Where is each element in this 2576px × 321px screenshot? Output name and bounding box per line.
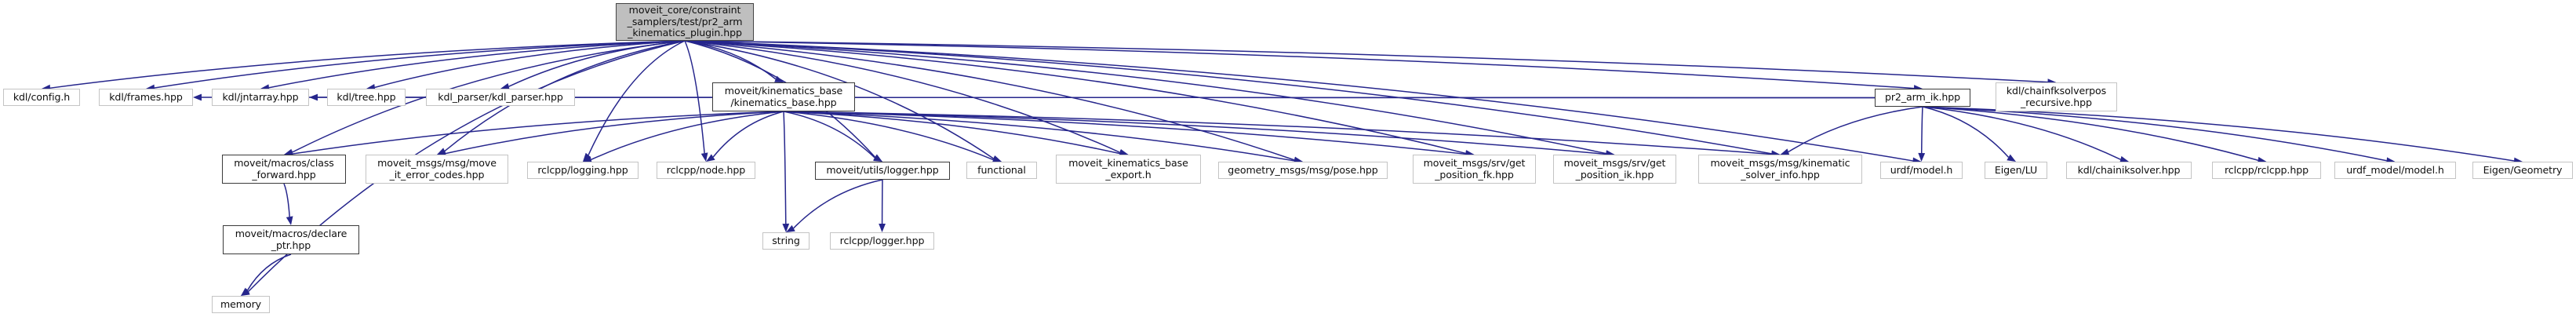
edge-arrowhead-utils_logger-to-string bbox=[786, 224, 795, 232]
edge-arrowhead-pr2_arm_ik-to-eigen_lu bbox=[2007, 154, 2016, 162]
edge-kinematics_base-to-class_forward bbox=[292, 111, 784, 155]
edge-kinematics_base-to-get_position_ik bbox=[783, 111, 1606, 155]
edge-pr2_arm_ik-to-urdf_model_model bbox=[1922, 106, 2387, 162]
graph-node-memory[interactable]: memory bbox=[212, 296, 270, 313]
edge-kinematics_base-to-functional bbox=[783, 111, 994, 161]
edge-kinematics_base-to-string bbox=[783, 111, 787, 224]
edge-pr2_arm_ik-to-kinematic_solver_info bbox=[1788, 106, 1923, 153]
edge-kinematics_base-to-kinematics_base_export bbox=[783, 111, 1120, 155]
edge-root-to-kdl_frames bbox=[154, 40, 686, 89]
graph-node-rclcpp_logger[interactable]: rclcpp/logger.hpp bbox=[830, 232, 934, 250]
edge-arrowhead-root-to-utils_logger bbox=[873, 154, 882, 162]
graph-node-functional[interactable]: functional bbox=[966, 162, 1037, 179]
edge-arrowhead-kinematics_base-to-rclcpp_node bbox=[706, 154, 715, 162]
graph-node-urdf_model_model[interactable]: urdf_model/model.h bbox=[2334, 162, 2456, 179]
graph-node-string[interactable]: string bbox=[762, 232, 810, 250]
graph-node-rclcpp_logging[interactable]: rclcpp/logging.hpp bbox=[527, 162, 639, 179]
graph-node-urdf_model_h[interactable]: urdf/model.h bbox=[1880, 162, 1963, 179]
graph-node-eigen_geometry[interactable]: Eigen/Geometry bbox=[2472, 162, 2573, 179]
graph-node-declare_ptr[interactable]: moveit/macros/declare _ptr.hpp bbox=[223, 225, 359, 254]
graph-node-kdl_config[interactable]: kdl/config.h bbox=[3, 89, 80, 106]
edge-root-to-kdl_parser bbox=[508, 40, 686, 87]
edge-arrowhead-class_forward-to-declare_ptr bbox=[286, 216, 293, 225]
edge-arrowhead-pr2_arm_ik-to-urdf_model_h bbox=[1918, 152, 1926, 162]
graph-node-pr2_arm_ik[interactable]: pr2_arm_ik.hpp bbox=[1875, 89, 1970, 107]
edge-arrowhead-utils_logger-to-rclcpp_logger bbox=[879, 223, 886, 232]
graph-node-kinematics_base[interactable]: moveit/kinematics_base /kinematics_base.… bbox=[712, 82, 855, 111]
edge-arrowhead-root-to-memory bbox=[241, 288, 250, 296]
edge-kinematics_base-to-rclcpp_node bbox=[712, 111, 784, 158]
graph-node-geometry_pose[interactable]: geometry_msgs/msg/pose.hpp bbox=[1218, 162, 1388, 179]
edge-arrowhead-kinematics_base-to-utils_logger bbox=[873, 155, 882, 162]
graph-node-rclcpp_node[interactable]: rclcpp/node.hpp bbox=[657, 162, 755, 179]
edge-arrowhead-root-to-move_it_error_codes bbox=[437, 148, 446, 155]
edge-root-to-rclcpp_logging bbox=[588, 40, 686, 155]
edge-arrowhead-root-to-rclcpp_node bbox=[700, 152, 708, 162]
edge-root-to-kdl_jntarray bbox=[268, 40, 686, 89]
edge-kinematics_base-to-geometry_pose bbox=[783, 111, 1295, 162]
edge-root-to-kdl_tree bbox=[374, 40, 686, 89]
edge-root-to-kinematics_base bbox=[684, 40, 777, 80]
edge-utils_logger-to-string bbox=[793, 179, 883, 229]
edge-pr2_arm_ik-to-eigen_geometry bbox=[1922, 106, 2515, 162]
edge-arrowhead-root-to-functional bbox=[992, 155, 1002, 162]
graph-node-kdl_frames[interactable]: kdl/frames.hpp bbox=[99, 89, 193, 106]
edge-pr2_arm_ik-to-rclcpp_rclcpp bbox=[1922, 106, 2258, 161]
edge-kinematics_base-to-rclcpp_logging bbox=[591, 111, 784, 161]
edge-arrowhead-pr2_arm_ik-to-kdl_frames bbox=[193, 93, 202, 101]
graph-node-get_position_fk[interactable]: moveit_msgs/srv/get _position_fk.hpp bbox=[1413, 155, 1536, 184]
edge-arrowhead-root-to-rclcpp_logging bbox=[583, 152, 591, 162]
graph-node-move_it_error_codes[interactable]: moveit_msgs/msg/move _it_error_codes.hpp bbox=[366, 155, 508, 184]
edge-pr2_arm_ik-to-eigen_lu bbox=[1922, 106, 2010, 158]
edge-root-to-rclcpp_node bbox=[684, 40, 705, 154]
edge-root-to-urdf_model_h bbox=[684, 40, 1913, 162]
graph-node-kdl_parser[interactable]: kdl_parser/kdl_parser.hpp bbox=[426, 89, 575, 106]
edge-arrowhead-root-to-kinematics_base bbox=[774, 75, 784, 82]
graph-node-root[interactable]: moveit_core/constraint _samplers/test/pr… bbox=[616, 3, 754, 41]
graph-node-utils_logger[interactable]: moveit/utils/logger.hpp bbox=[815, 162, 950, 180]
graph-node-kdl_tree[interactable]: kdl/tree.hpp bbox=[327, 89, 406, 106]
graph-node-kdl_jntarray[interactable]: kdl/jntarray.hpp bbox=[212, 89, 309, 106]
edge-root-to-chainfksolverpos bbox=[684, 40, 2048, 83]
edge-pr2_arm_ik-to-chainiksolver bbox=[1922, 106, 2121, 160]
graph-node-get_position_ik[interactable]: moveit_msgs/srv/get _position_ik.hpp bbox=[1553, 155, 1676, 184]
edge-arrowhead-pr2_arm_ik-to-kdl_jntarray bbox=[309, 93, 318, 101]
graph-node-class_forward[interactable]: moveit/macros/class _forward.hpp bbox=[222, 155, 346, 184]
graph-node-kinematics_base_export[interactable]: moveit_kinematics_base _export.h bbox=[1056, 155, 1201, 184]
graph-node-kinematic_solver_info[interactable]: moveit_msgs/msg/kinematic _solver_info.h… bbox=[1698, 155, 1862, 184]
edge-kinematics_base-to-kinematic_solver_info bbox=[783, 111, 1772, 155]
edge-root-to-kdl_config bbox=[49, 40, 686, 89]
graph-node-chainfksolverpos[interactable]: kdl/chainfksolverpos _recursive.hpp bbox=[1996, 82, 2117, 111]
graph-node-eigen_lu[interactable]: Eigen/LU bbox=[1985, 162, 2047, 179]
edge-kinematics_base-to-utils_logger bbox=[783, 111, 875, 159]
edge-class_forward-to-declare_ptr bbox=[283, 183, 290, 217]
edge-root-to-pr2_arm_ik bbox=[684, 40, 1915, 89]
edge-kinematics_base-to-move_it_error_codes bbox=[445, 111, 784, 155]
edge-declare_ptr-to-memory bbox=[246, 254, 292, 291]
edge-pr2_arm_ik-to-urdf_model_h bbox=[1920, 106, 1923, 154]
edge-arrowhead-kinematics_base-to-string bbox=[782, 223, 790, 232]
edge-kinematics_base-to-get_position_fk bbox=[783, 111, 1466, 155]
edge-arrowhead-declare_ptr-to-memory bbox=[241, 287, 250, 296]
graph-node-rclcpp_rclcpp[interactable]: rclcpp/rclcpp.hpp bbox=[2212, 162, 2321, 179]
graph-node-chainiksolver[interactable]: kdl/chainiksolver.hpp bbox=[2066, 162, 2192, 179]
